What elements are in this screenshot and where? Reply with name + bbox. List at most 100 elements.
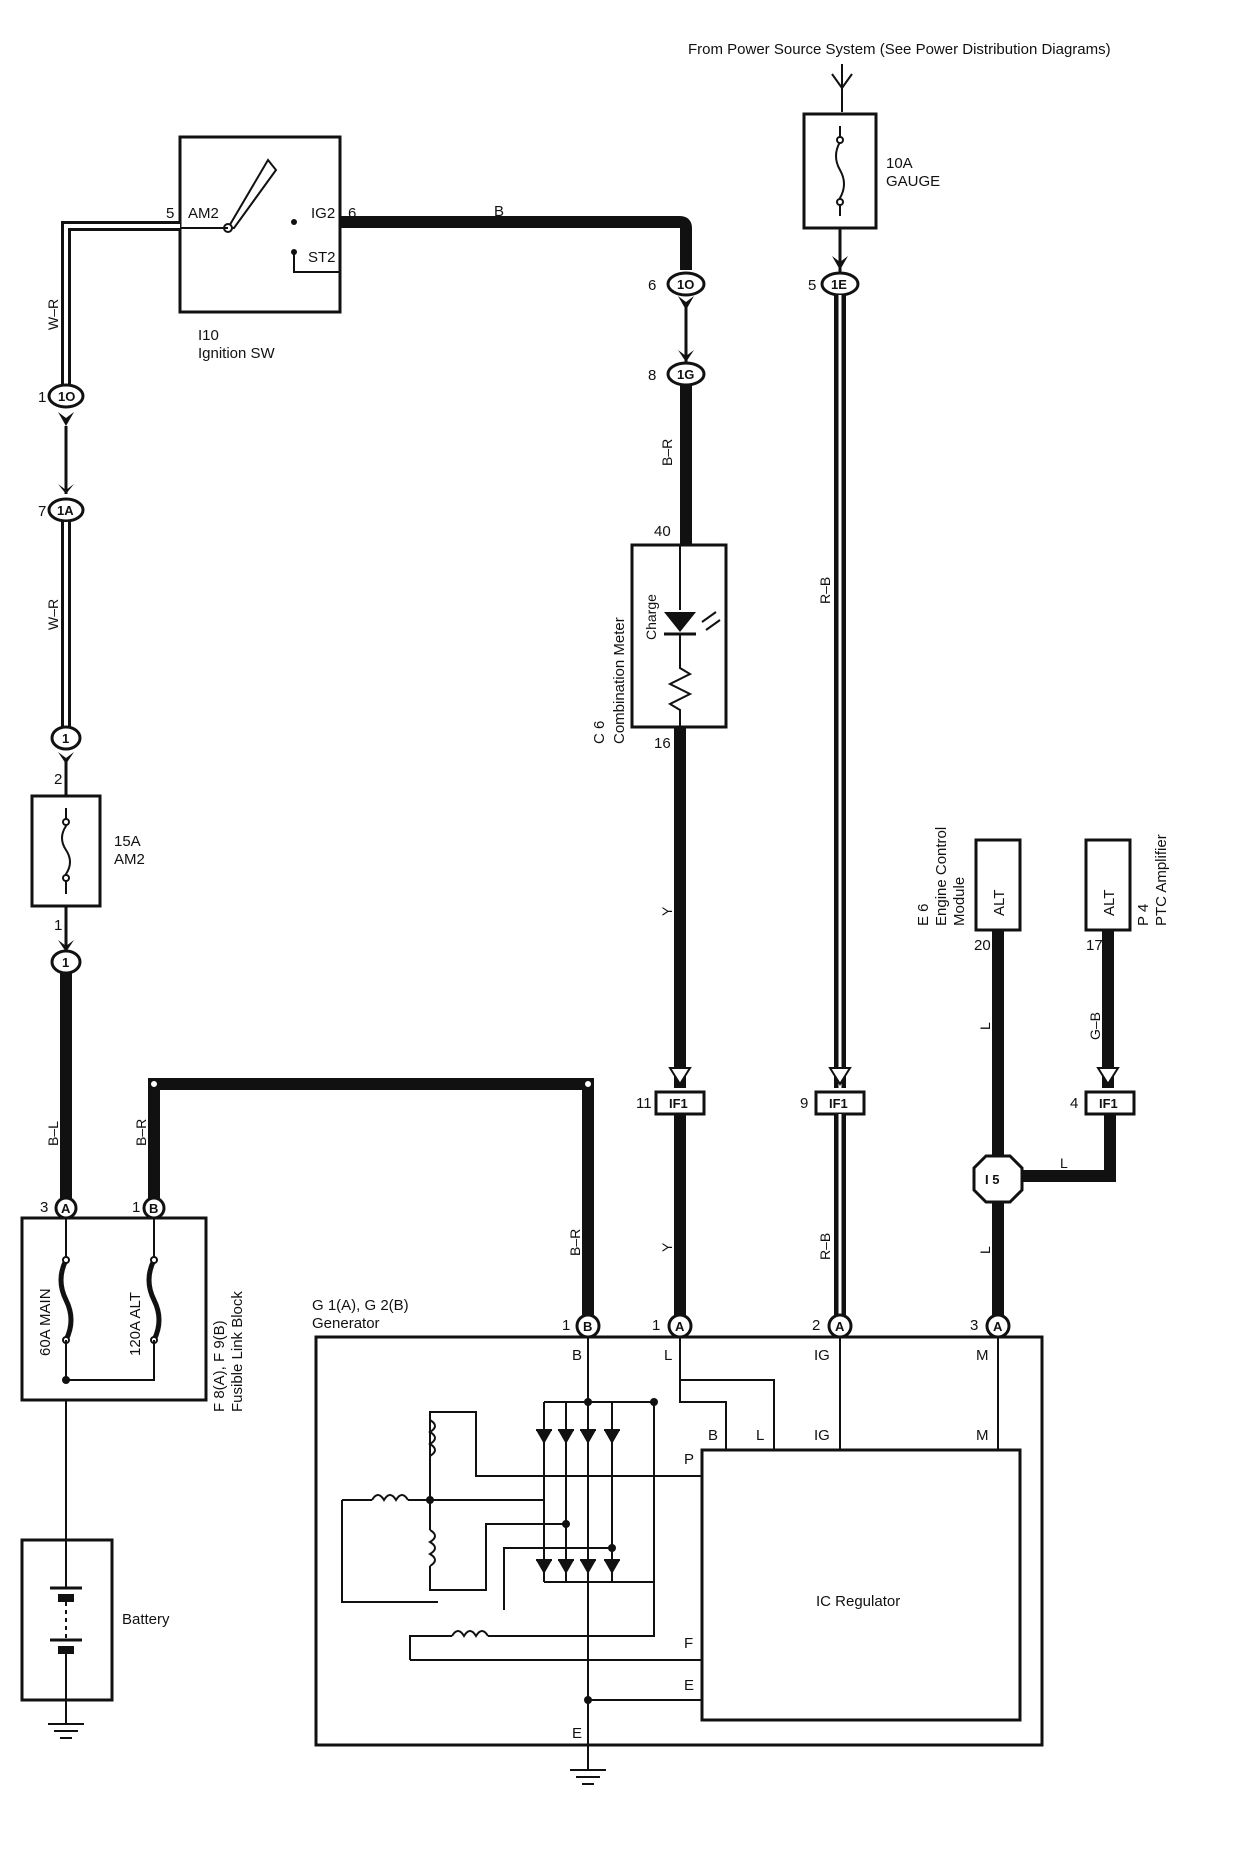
ground-icon: [48, 1700, 84, 1739]
charge-lamp-icon: [664, 611, 721, 636]
ground-icon: [570, 1745, 606, 1785]
pin-number: 9: [800, 1095, 808, 1112]
stator-coil-icon: [341, 1411, 702, 1610]
fusible-link-block: 3 A 1 B 60A MAIN 120A ALT F 8(A), F 9(B)…: [20, 1196, 246, 1412]
terminal-label: E: [572, 1725, 582, 1742]
component-name: Battery: [122, 1611, 170, 1628]
fuse-am2: 15A AM2: [30, 794, 145, 908]
pin-number: 8: [648, 367, 656, 384]
wire-label: B–R: [133, 1119, 149, 1146]
terminal-label: M: [976, 1347, 989, 1364]
pin-number: 1: [38, 389, 46, 406]
wire-label: B–R: [659, 439, 675, 466]
terminal-label: F: [684, 1635, 693, 1652]
junction-i5: I 5: [972, 1154, 1024, 1204]
fuse-name: GAUGE: [886, 173, 940, 190]
component-name: Fusible Link Block: [229, 1291, 246, 1412]
pin-number: 1: [54, 917, 62, 934]
pin-number: 6: [648, 277, 656, 294]
wire-l-ptc: [1018, 1114, 1116, 1182]
fuse-label: 60A MAIN: [37, 1288, 54, 1356]
connector-label: 1E: [831, 277, 847, 292]
switch-contact-icon: [180, 158, 340, 273]
pin-number: 16: [654, 735, 671, 752]
connector-if1-gb: 4 IF1: [1070, 1090, 1136, 1116]
connector-1g: 8 1G: [648, 350, 706, 387]
component-name: Ignition SW: [198, 345, 276, 362]
diode-icon: [536, 1429, 620, 1574]
pin-number: 1: [652, 1317, 660, 1334]
component-id: I10: [198, 327, 219, 344]
pin-label: A: [61, 1201, 71, 1216]
terminal-label: P: [684, 1451, 694, 1468]
pin-label: B: [583, 1319, 592, 1334]
connector-label: 1G: [677, 367, 694, 382]
wire-label: G–B: [1087, 1012, 1103, 1040]
wire-w-r-top: [61, 221, 180, 386]
connector-1o-right: 6 1O: [648, 271, 706, 310]
wire-b: [340, 216, 692, 270]
pin-number: 17: [1086, 937, 1103, 954]
pin-number: 2: [54, 771, 62, 788]
fuse-rating: 15A: [114, 833, 141, 850]
connector-label: I 5: [985, 1172, 999, 1187]
wire-b-r-generator: [148, 1078, 594, 1316]
pin-number: 1: [132, 1199, 140, 1216]
power-source-note: From Power Source System (See Power Dist…: [688, 41, 1111, 58]
terminal-label: E: [684, 1677, 694, 1694]
connector-label: IF1: [829, 1096, 848, 1111]
engine-control-module: ALT E 6 Engine Control Module 20: [915, 827, 1022, 954]
terminal-label: L: [756, 1427, 764, 1444]
connector-if1-rb: 9 IF1: [800, 1090, 866, 1116]
terminal-label: M: [976, 1427, 989, 1444]
combination-meter: 40 Charge 16 C 6 Combination Meter: [591, 523, 728, 752]
connector-label: 1: [62, 731, 69, 746]
pin-number: 7: [38, 503, 46, 520]
terminal-label: IG: [814, 1427, 830, 1444]
pin-label: A: [675, 1319, 685, 1334]
component-id: F 8(A), F 9(B): [211, 1320, 228, 1412]
pin-label: ST2: [308, 249, 336, 266]
pin-number: 11: [636, 1095, 652, 1112]
ptc-amplifier: ALT P 4 PTC Amplifier 17: [1084, 834, 1170, 954]
generator: G 1(A), G 2(B) Generator 1 B 1 A 2 A 3 A…: [312, 1297, 1044, 1770]
pin-number: 1: [562, 1317, 570, 1334]
terminal-label: ALT: [991, 890, 1008, 916]
pin-number: 5: [166, 205, 174, 222]
component-name: PTC Amplifier: [1153, 834, 1170, 926]
pin-number: 3: [40, 1199, 48, 1216]
field-coil-icon: [409, 1630, 702, 1661]
wire-label: Y: [659, 1242, 675, 1252]
component-name: Module: [951, 877, 968, 926]
connector-label: 1A: [57, 503, 74, 518]
connector-1e: 5 1E: [808, 271, 860, 297]
component-id: C 6: [591, 721, 608, 744]
component-id: P 4: [1135, 904, 1152, 926]
power-source-arrow: [831, 64, 853, 112]
wire-label: L: [977, 1246, 993, 1254]
battery: Battery: [20, 1538, 170, 1720]
pin-number: 3: [970, 1317, 978, 1334]
pin-number: 6: [348, 205, 356, 222]
connector-1-lower: 1: [50, 949, 82, 975]
wire-label: B–R: [567, 1229, 583, 1256]
component-name: Generator: [312, 1315, 380, 1332]
terminal-label: L: [664, 1347, 672, 1364]
pin-number: 5: [808, 277, 816, 294]
fuse-name: AM2: [114, 851, 145, 868]
connector-if1-y: 11 IF1: [636, 1090, 706, 1116]
wire-label: Y: [659, 906, 675, 916]
wire-label: L: [1060, 1155, 1068, 1171]
pin-number: 20: [974, 937, 991, 954]
pin-label: AM2: [188, 205, 219, 222]
connector-1-upper: 1: [50, 725, 82, 764]
component-name: Engine Control: [933, 827, 950, 926]
connector-label: 1O: [58, 389, 75, 404]
connector-label: IF1: [1099, 1096, 1118, 1111]
terminal-label: ALT: [1101, 890, 1118, 916]
regulator-label: IC Regulator: [816, 1593, 900, 1610]
pin-label: A: [993, 1319, 1003, 1334]
ignition-switch: 5 AM2 IG2 6 ST2 I10 Ignition SW: [166, 135, 356, 362]
wire-label: L: [977, 1022, 993, 1030]
